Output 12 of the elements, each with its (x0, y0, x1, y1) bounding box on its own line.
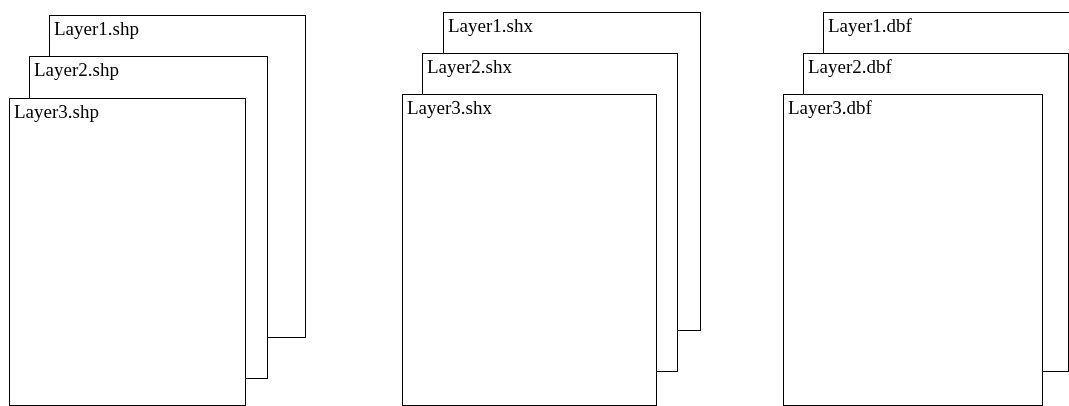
file-name: Layer3.shp (14, 101, 99, 123)
file-name: Layer1.dbf (828, 15, 912, 37)
file-name: Layer3.dbf (788, 97, 872, 119)
file-name: Layer2.dbf (808, 56, 892, 78)
file-name: Layer2.shx (427, 56, 512, 78)
file-name: Layer3.shx (407, 97, 492, 119)
file-name: Layer1.shp (54, 18, 139, 40)
file-name: Layer1.shx (448, 15, 533, 37)
file-sheet (9, 98, 246, 406)
file-sheet (402, 94, 657, 406)
file-sheet (783, 94, 1043, 406)
file-name: Layer2.shp (34, 59, 119, 81)
